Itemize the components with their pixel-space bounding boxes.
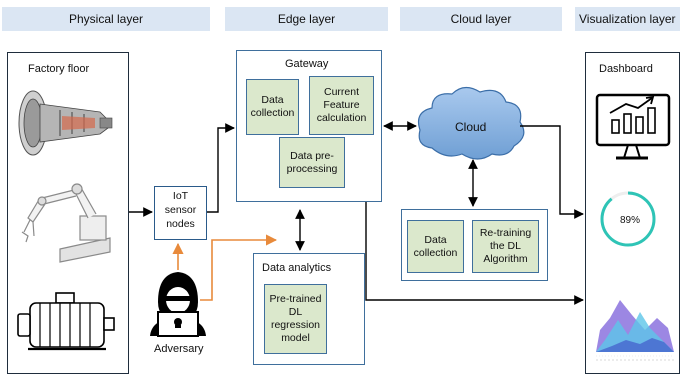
edge-layer-header: Edge layer <box>225 7 388 31</box>
cloud-layer-label: Cloud layer <box>450 12 512 26</box>
attack-arrows <box>172 234 278 301</box>
cloud-retraining-dl: Re-training the DL Algorithm <box>472 220 539 273</box>
gateway-data-preprocessing: Data pre- processing <box>279 137 345 188</box>
electric-motor-icon <box>17 292 115 351</box>
robot-arm-icon <box>21 183 111 263</box>
hacker-icon <box>150 272 206 337</box>
iot-sensor-nodes-box <box>154 186 207 240</box>
gauge-value-label: 89% <box>620 215 641 226</box>
iot-sensor-nodes-label: IoT sensor nodes <box>164 190 197 230</box>
gateway-feature-calculation: Current Feature calculation <box>309 76 374 135</box>
gauge-icon <box>600 191 656 247</box>
flow-arrows <box>129 121 584 305</box>
factory-floor-title: Factory floor <box>28 63 90 75</box>
cloud-shape <box>417 86 525 160</box>
cloud-layer-header: Cloud layer <box>400 7 562 31</box>
cloud-label: Cloud <box>455 120 487 134</box>
monitor-chart-icon <box>595 93 671 160</box>
cloud-data-collection: Data collection <box>407 220 464 273</box>
area-chart-icon <box>596 300 674 361</box>
adversary-label: Adversary <box>154 343 204 355</box>
visualization-layer-label: Visualization layer <box>579 12 676 26</box>
edge-layer-label: Edge layer <box>277 12 336 26</box>
pretrained-dl-model: Pre-trained DL regression model <box>264 284 327 354</box>
physical-layer-header: Physical layer <box>2 7 210 31</box>
physical-layer-label: Physical layer <box>68 12 144 26</box>
dashboard-title: Dashboard <box>599 63 653 75</box>
data-analytics-title: Data analytics <box>262 262 332 274</box>
gateway-title: Gateway <box>285 58 329 70</box>
turbine-icon <box>18 90 113 156</box>
visualization-layer-header: Visualization layer <box>575 7 680 31</box>
gateway-data-collection: Data collection <box>246 79 299 135</box>
